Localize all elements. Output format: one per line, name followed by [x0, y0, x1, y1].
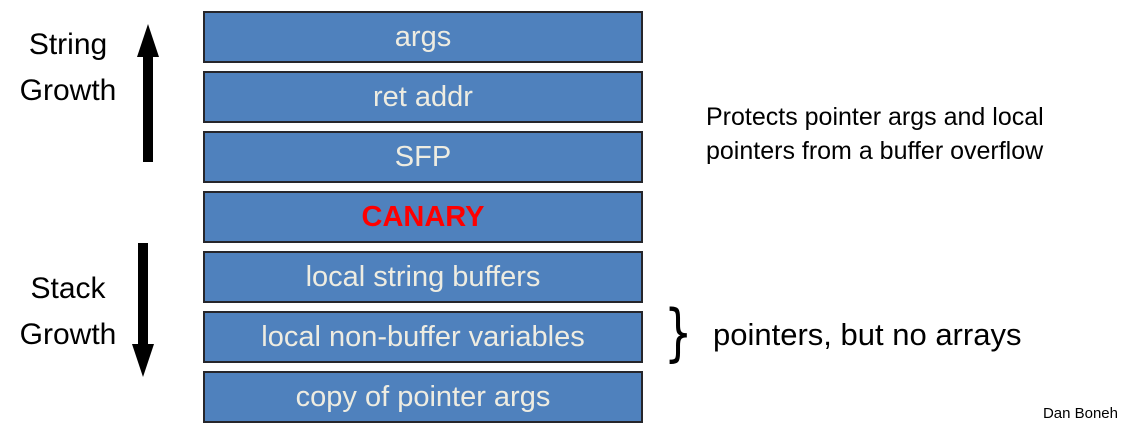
- pointers-note: pointers, but no arrays: [713, 317, 1022, 352]
- stack-box-copy-of-pointer-args: copy of pointer args: [203, 371, 643, 423]
- protects-note: Protects pointer args and local pointers…: [706, 103, 1044, 165]
- stack-box-canary: CANARY: [203, 191, 643, 243]
- stack-box-args: args: [203, 11, 643, 63]
- credit-dan-boneh: Dan Boneh: [1042, 405, 1118, 422]
- up-arrow-icon: [137, 24, 159, 162]
- stack-box-local-string-buffers: local string buffers: [203, 251, 643, 303]
- stack-box-sfp: SFP: [203, 131, 643, 183]
- stack-growth-label: Stack Growth: [19, 272, 117, 351]
- string-growth-label: String Growth: [19, 28, 117, 107]
- stack-diagram: args ret addr SFP CANARY local string bu…: [203, 11, 643, 423]
- stack-box-ret-addr: ret addr: [203, 71, 643, 123]
- stack-box-local-non-buffer-variables: local non-buffer variables: [203, 311, 643, 363]
- down-arrow-icon: [132, 243, 154, 377]
- curly-brace: }: [664, 296, 693, 369]
